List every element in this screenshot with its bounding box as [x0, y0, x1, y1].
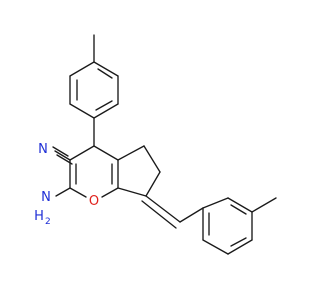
bond-group: [52, 34, 277, 255]
bond: [69, 145, 95, 161]
amino-nitrogen-label: N: [41, 190, 51, 205]
bond: [93, 61, 119, 77]
bond: [117, 187, 147, 197]
bond: [69, 103, 95, 119]
bond: [143, 145, 161, 173]
bond: [230, 204, 247, 215]
bond: [227, 197, 253, 213]
structure-drawing: N N H 2 O: [34, 34, 277, 255]
amino-hydrogen-count: 2: [45, 217, 51, 227]
bond: [141, 200, 177, 229]
bond: [145, 171, 161, 197]
bond: [117, 145, 145, 161]
bond: [95, 100, 113, 111]
bond: [202, 197, 229, 209]
bond: [69, 187, 87, 198]
nitrile-nitrogen-label: N: [38, 142, 48, 157]
bond: [145, 195, 181, 223]
bond: [101, 187, 119, 198]
bond: [56, 154, 73, 165]
ring-oxygen-label: O: [89, 194, 99, 209]
bond: [93, 145, 119, 161]
bond: [202, 239, 229, 255]
molecule-canvas: N N H 2 O: [34, 34, 277, 255]
bond: [52, 146, 69, 157]
bond: [69, 61, 95, 77]
bond: [97, 68, 113, 79]
amino-hydrogen-label: H: [34, 209, 44, 224]
bond: [55, 187, 71, 197]
bond: [54, 150, 71, 161]
atom-labels: N N H 2 O: [34, 142, 99, 227]
bond: [230, 237, 247, 247]
bond: [179, 207, 204, 223]
bond: [93, 103, 119, 119]
bond: [227, 239, 253, 255]
bond: [251, 197, 277, 213]
